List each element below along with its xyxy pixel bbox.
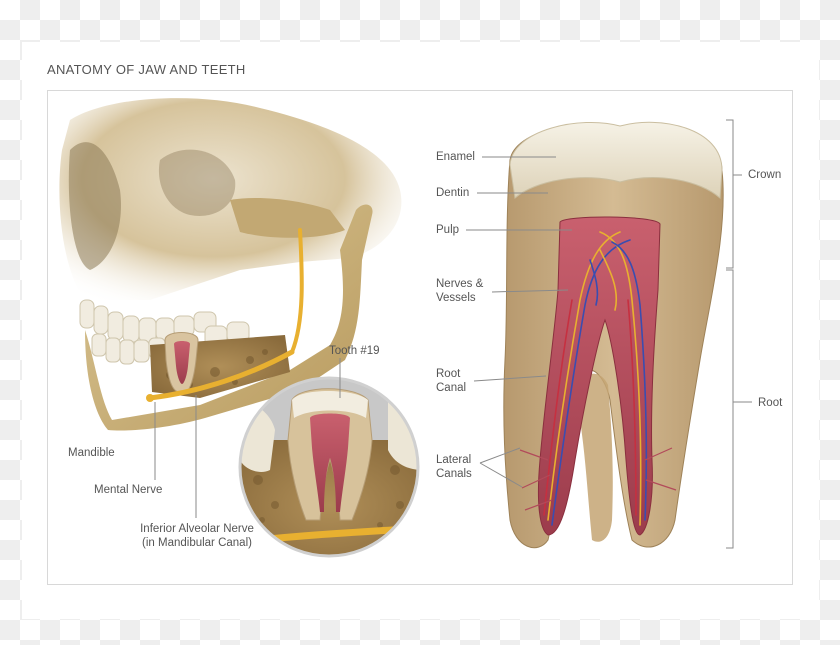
label-dentin: Dentin [436,187,470,199]
label-nerves-vessels: Nerves & Vessels [436,277,483,305]
label-root-canal-line2: Canal [436,382,467,394]
leader-lines [154,119,752,549]
label-lateral-line2: Canals [436,468,472,480]
label-crown: Crown [748,169,782,181]
label-mandible: Mandible [68,447,115,459]
label-inferior-alveolar-nerve: Inferior Alveolar Nerve (in Mandibular C… [107,522,287,550]
tooth-19-zoom-circle [238,376,420,558]
label-nerves-line1: Nerves & [436,278,484,290]
label-tooth-19: Tooth #19 [329,345,380,357]
skull-illustration [59,98,402,431]
label-pulp: Pulp [436,224,460,236]
label-root-canal-line1: Root [436,368,461,380]
label-root-canal: Root Canal [436,367,466,395]
label-mental-nerve: Mental Nerve [94,484,163,496]
label-inferior-line2: (in Mandibular Canal) [142,537,252,549]
label-lateral-canals: Lateral Canals [436,453,472,481]
label-root: Root [758,397,783,409]
diagram-title: ANATOMY OF JAW AND TEETH [47,62,246,77]
tooth-cross-section [503,121,724,549]
label-nerves-line2: Vessels [436,292,476,304]
label-inferior-line1: Inferior Alveolar Nerve [140,523,254,535]
label-enamel: Enamel [436,151,475,163]
diagram-frame [47,90,793,585]
label-lateral-line1: Lateral [436,454,472,466]
